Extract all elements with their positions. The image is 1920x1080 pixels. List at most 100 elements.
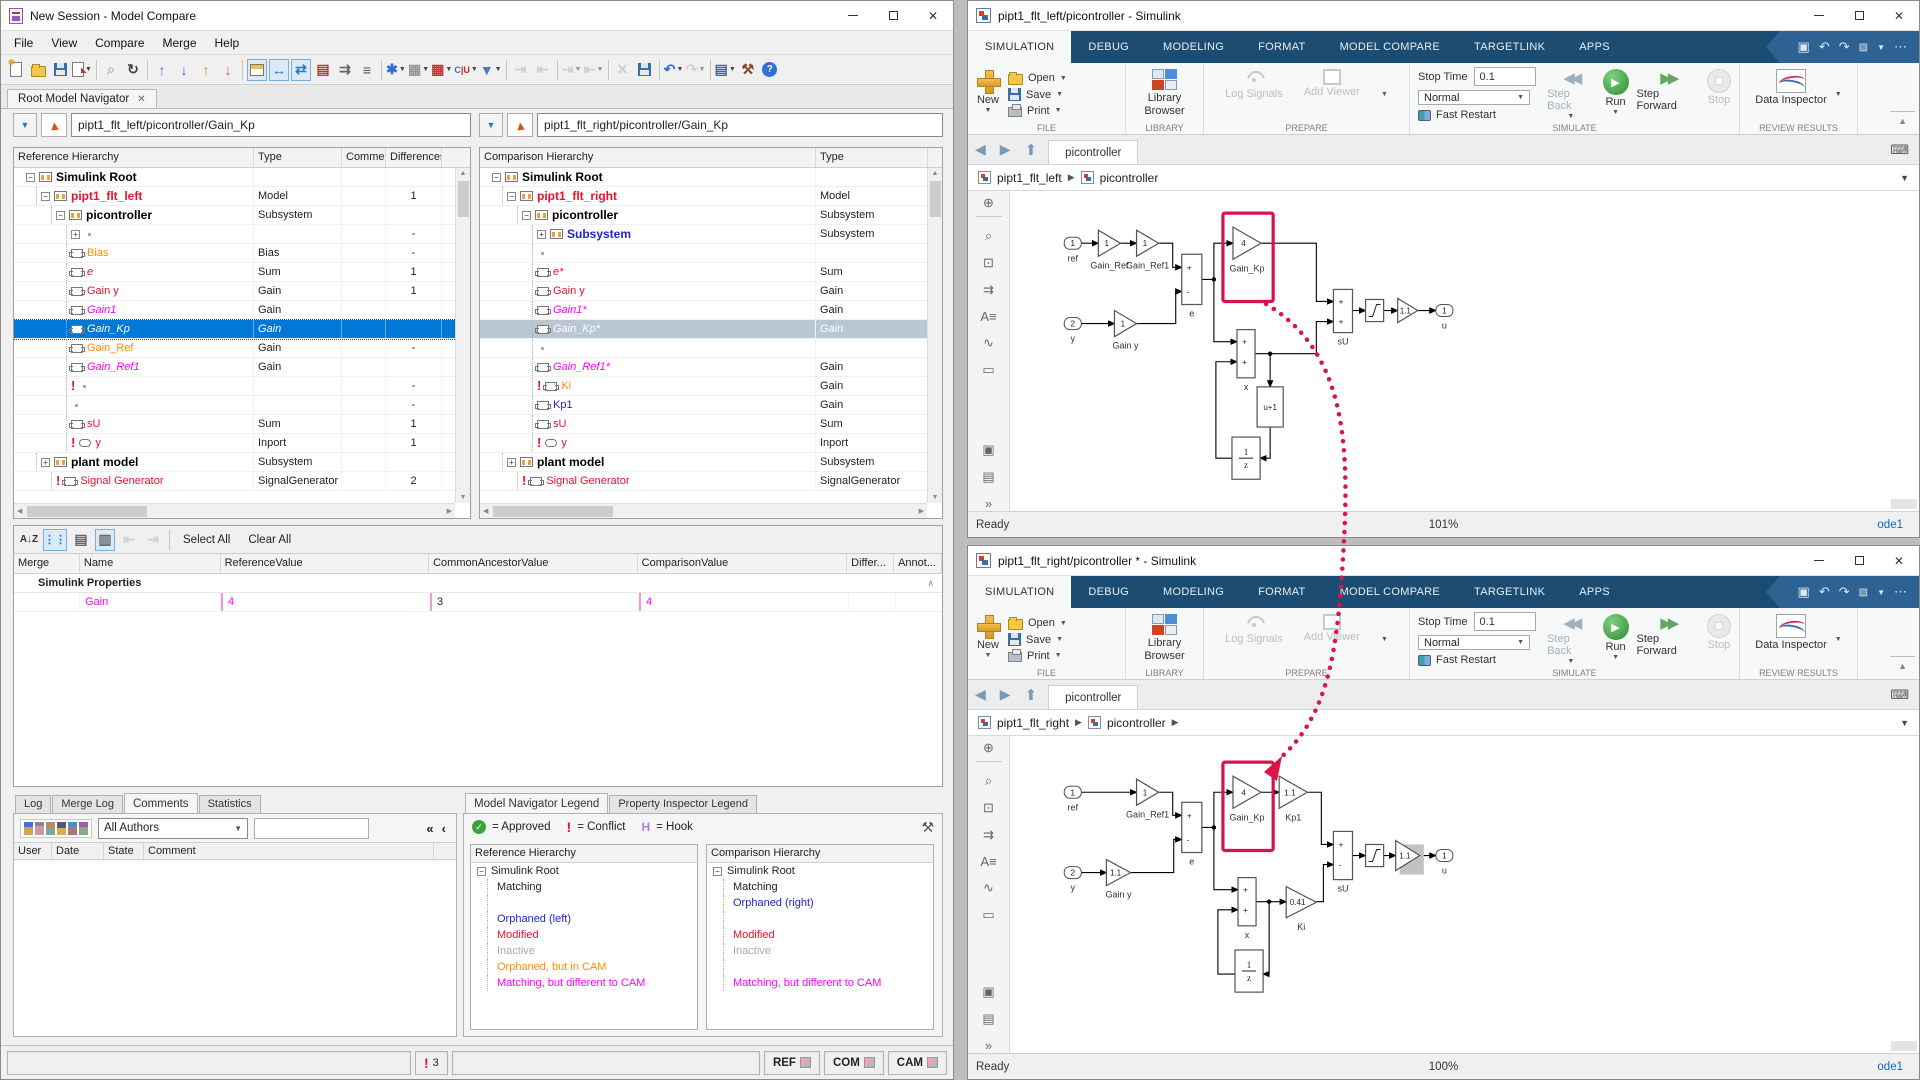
stop-time-input[interactable]: 0.1 xyxy=(1474,612,1536,631)
step-forward-button[interactable]: ▶▶ Step Forward xyxy=(1637,67,1699,121)
filter-icon[interactable]: ▼▼ xyxy=(480,59,502,81)
tree-row[interactable]: !yInport xyxy=(480,434,942,453)
save-right-icon[interactable]: ⇥▼ xyxy=(562,59,582,81)
save-left-icon[interactable]: ⇤▼ xyxy=(584,59,604,81)
tree-node[interactable]: Gain1 xyxy=(14,301,254,319)
fast-restart-toggle[interactable]: Fast Restart xyxy=(1418,109,1539,121)
library-browser-button[interactable]: Library Browser xyxy=(1134,612,1195,666)
step-back-button[interactable]: ◀◀ Step Back▼ xyxy=(1547,67,1594,121)
maximize-button[interactable] xyxy=(873,1,913,30)
tree-row[interactable]: +SubsystemSubsystem xyxy=(480,225,942,244)
tree-row[interactable]: −picontrollerSubsystem xyxy=(480,206,942,225)
back-icon[interactable]: ◀ xyxy=(968,141,993,158)
collapse-icon[interactable]: − xyxy=(41,192,50,201)
breadcrumb-subsystem[interactable]: picontroller xyxy=(1107,716,1166,730)
data-inspector-button[interactable]: Data Inspector xyxy=(1755,612,1827,666)
tree-row[interactable]: +plant modelSubsystem xyxy=(480,453,942,472)
menu-help[interactable]: Help xyxy=(206,33,249,53)
log-signals-button[interactable]: Log Signals xyxy=(1225,67,1283,121)
tab-merge-log[interactable]: Merge Log xyxy=(52,795,123,813)
canvas-tab[interactable]: picontroller xyxy=(1048,140,1138,164)
stop-time-input[interactable]: 0.1 xyxy=(1474,67,1536,86)
publish-report-icon[interactable]: ▤▼ xyxy=(715,59,736,81)
tree-node[interactable]: Bias xyxy=(14,244,254,262)
scope-icon[interactable]: ∿ xyxy=(983,335,994,351)
comments-column-user[interactable]: User xyxy=(14,843,52,859)
cancel-icon[interactable]: ✕ xyxy=(613,59,633,81)
hide-show-icon[interactable]: ⊕ xyxy=(976,740,1002,762)
collapse-icon[interactable]: − xyxy=(26,173,35,182)
model-canvas[interactable]: 1ref1Gain_Ref1+-e2y1.1Gain y4Gain_Kp1.1K… xyxy=(1010,736,1919,1053)
tree-node[interactable]: Gain_Kp xyxy=(14,320,254,338)
chevron-down-icon[interactable]: ▼ xyxy=(1900,718,1919,728)
log-signals-button[interactable]: Log Signals xyxy=(1225,612,1283,666)
merge-left-icon[interactable]: ⇤ xyxy=(119,529,139,551)
comments-column-state[interactable]: State xyxy=(104,843,144,859)
prepare-gallery-icon[interactable]: ▼ xyxy=(1381,636,1388,643)
minimize-button[interactable] xyxy=(1799,546,1839,575)
open-icon[interactable] xyxy=(28,59,48,81)
reference-horizontal-scrollbar[interactable]: ◀ ▶ xyxy=(14,503,455,518)
collapse-group-icon[interactable]: ∧ xyxy=(927,578,934,589)
tree-row[interactable]: Kp1Gain xyxy=(480,396,942,415)
tree-node[interactable]: Gain_Ref xyxy=(14,339,254,357)
tree-row[interactable]: e*Sum xyxy=(480,263,942,282)
menu-merge[interactable]: Merge xyxy=(154,33,206,53)
add-viewer-button[interactable]: Add Viewer xyxy=(1304,67,1360,121)
save-button[interactable]: Save▼ xyxy=(1008,633,1067,646)
run-button[interactable]: ▶ Run▼ xyxy=(1603,612,1629,666)
fit-to-view-icon[interactable]: ⊡ xyxy=(983,800,994,816)
more-icon[interactable]: » xyxy=(985,1038,992,1053)
changed-unchanged-filter-icon[interactable]: C|U▼ xyxy=(454,59,477,81)
ribbon-tab-model-compare[interactable]: MODEL COMPARE xyxy=(1323,31,1457,63)
tree-row[interactable]: −Simulink Root xyxy=(14,168,470,187)
more-icon[interactable]: » xyxy=(985,496,992,511)
tab-root-model-navigator[interactable]: Root Model Navigator ✕ xyxy=(7,89,157,108)
ribbon-tab-simulation[interactable]: SIMULATION xyxy=(968,576,1071,608)
tree-row[interactable]: Gain yGain xyxy=(480,282,942,301)
area-icon[interactable]: ▭ xyxy=(982,907,994,923)
tree-node[interactable]: Gain1* xyxy=(480,301,816,319)
merge-column-commonancestorvalue[interactable]: CommonAncestorValue xyxy=(429,554,638,573)
ribbon-tab-debug[interactable]: DEBUG xyxy=(1071,576,1146,608)
minimize-button[interactable] xyxy=(833,1,873,30)
expand-icon[interactable]: + xyxy=(71,230,80,239)
tree-node[interactable]: ! xyxy=(14,377,254,395)
redo-icon[interactable]: ↷ xyxy=(1839,39,1850,55)
open-in-matlab-left-button[interactable]: ▲ xyxy=(41,113,67,137)
tree-node[interactable]: sU xyxy=(14,415,254,433)
scroll-left-icon[interactable]: ◀ xyxy=(14,507,25,515)
fit-to-view-icon[interactable]: ⊡ xyxy=(983,255,994,271)
menu-file[interactable]: File xyxy=(5,33,42,53)
collapse-icon[interactable]: − xyxy=(507,192,516,201)
tree-row[interactable]: Gain_Ref1Gain xyxy=(14,358,470,377)
right-model-path-field[interactable]: pipt1_flt_right/picontroller/Gain_Kp xyxy=(537,113,943,137)
ribbon-tab-modeling[interactable]: MODELING xyxy=(1146,576,1241,608)
first-comment-button[interactable]: « xyxy=(426,821,433,836)
tree-node[interactable]: Gain_Ref1* xyxy=(480,358,816,376)
tree-row[interactable]: Gain1Gain xyxy=(14,301,470,320)
open-button[interactable]: Open▼ xyxy=(1008,616,1067,630)
tree-row[interactable]: Gain_Kp*Gain xyxy=(480,320,942,339)
tree-node[interactable]: e xyxy=(14,263,254,281)
tree-row[interactable]: Gain_KpGain xyxy=(14,320,470,339)
tree-node[interactable]: e* xyxy=(480,263,816,281)
tree-row[interactable]: −pipt1_flt_leftModel1 xyxy=(14,187,470,206)
open-in-matlab-right-button[interactable]: ▲ xyxy=(507,113,533,137)
maximize-button[interactable] xyxy=(1839,1,1879,30)
tree-node[interactable]: −Simulink Root xyxy=(14,168,254,186)
compare-options-icon[interactable]: ✱▼ xyxy=(386,59,406,81)
help-icon[interactable]: ? xyxy=(760,59,780,81)
toggle-panel-icon[interactable] xyxy=(247,59,267,81)
comment-search-input[interactable] xyxy=(254,818,369,839)
save-button[interactable]: Save▼ xyxy=(1008,88,1067,101)
back-icon[interactable]: ◀ xyxy=(968,686,993,703)
right-pane-dropdown-button[interactable]: ▼ xyxy=(479,113,503,137)
collapse-icon[interactable]: − xyxy=(56,211,65,220)
expand-icon[interactable]: + xyxy=(507,458,516,467)
stop-button[interactable]: Stop xyxy=(1707,612,1731,666)
forward-icon[interactable]: ▶ xyxy=(993,141,1018,158)
review-gallery-icon[interactable]: ▼ xyxy=(1835,91,1842,98)
prepare-gallery-icon[interactable]: ▼ xyxy=(1381,91,1388,98)
close-button[interactable]: ✕ xyxy=(1879,1,1919,30)
